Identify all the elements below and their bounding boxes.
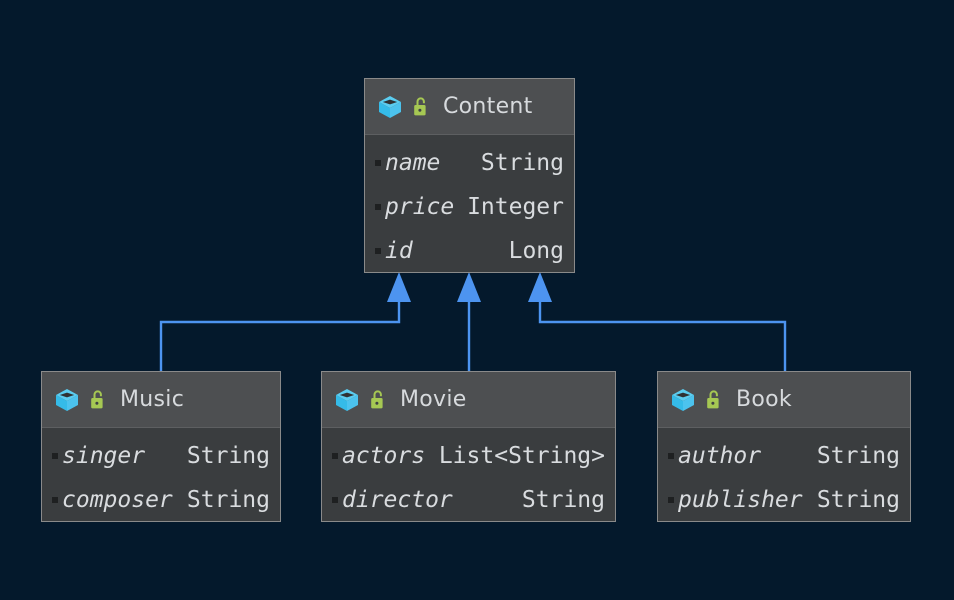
cube-icon xyxy=(56,388,78,411)
attribute-type: List<String> xyxy=(438,443,605,469)
attribute-bullet-icon xyxy=(375,160,381,166)
attribute-type: Long xyxy=(508,238,564,264)
edge-book-to-content[interactable] xyxy=(538,300,787,371)
class-header-content: Content xyxy=(365,79,574,135)
attribute-bullet-icon xyxy=(332,453,338,459)
attribute-bullet-icon xyxy=(668,453,674,459)
arrowhead-music xyxy=(387,272,411,302)
attribute-bullet-icon xyxy=(52,453,58,459)
attribute-row[interactable]: singer String xyxy=(52,434,270,478)
attribute-list-book: author String publisher String xyxy=(658,428,910,521)
attribute-list-content: name String price Integer id Long xyxy=(365,135,574,272)
cube-icon xyxy=(336,388,358,411)
attribute-name: name xyxy=(385,150,441,176)
attribute-type: String xyxy=(816,443,900,469)
class-name-music: Music xyxy=(120,387,185,412)
attribute-name: publisher xyxy=(678,487,803,513)
attribute-name: composer xyxy=(62,487,173,513)
attribute-type: String xyxy=(186,487,270,513)
class-name-content: Content xyxy=(443,94,533,119)
class-header-music: Music xyxy=(42,372,280,428)
attribute-row[interactable]: id Long xyxy=(375,229,564,272)
class-box-music[interactable]: Music singer String composer String xyxy=(41,371,281,522)
open-padlock-icon xyxy=(414,96,426,115)
class-box-movie[interactable]: Movie actors List<String> director Strin… xyxy=(321,371,616,522)
attribute-row[interactable]: publisher String xyxy=(668,478,900,521)
class-box-content[interactable]: Content name String price Integer id Lon… xyxy=(364,78,575,273)
attribute-list-music: singer String composer String xyxy=(42,428,280,521)
attribute-type: String xyxy=(816,487,900,513)
attribute-name: singer xyxy=(62,443,146,469)
attribute-type: Integer xyxy=(467,194,564,220)
class-header-movie: Movie xyxy=(322,372,615,428)
class-name-movie: Movie xyxy=(400,387,467,412)
cube-icon xyxy=(379,95,401,118)
attribute-type: String xyxy=(480,150,564,176)
attribute-row[interactable]: price Integer xyxy=(375,185,564,229)
arrowhead-book xyxy=(528,272,552,302)
attribute-row[interactable]: director String xyxy=(332,478,605,521)
attribute-bullet-icon xyxy=(668,497,674,503)
attribute-row[interactable]: actors List<String> xyxy=(332,434,605,478)
attribute-bullet-icon xyxy=(332,497,338,503)
attribute-name: id xyxy=(385,238,413,264)
attribute-row[interactable]: author String xyxy=(668,434,900,478)
attribute-bullet-icon xyxy=(375,204,381,210)
attribute-type: String xyxy=(186,443,270,469)
attribute-type: String xyxy=(521,487,605,513)
class-box-book[interactable]: Book author String publisher String xyxy=(657,371,911,522)
attribute-name: director xyxy=(342,487,453,513)
open-padlock-icon xyxy=(91,389,103,408)
class-header-book: Book xyxy=(658,372,910,428)
attribute-bullet-icon xyxy=(52,497,58,503)
cube-icon xyxy=(672,388,694,411)
open-padlock-icon xyxy=(707,389,719,408)
open-padlock-icon xyxy=(371,389,383,408)
attribute-name: actors xyxy=(342,443,426,469)
attribute-row[interactable]: name String xyxy=(375,141,564,185)
attribute-name: author xyxy=(678,443,762,469)
attribute-row[interactable]: composer String xyxy=(52,478,270,521)
class-name-book: Book xyxy=(736,387,792,412)
edge-music-to-content[interactable] xyxy=(159,300,401,371)
attribute-bullet-icon xyxy=(375,248,381,254)
attribute-name: price xyxy=(385,194,455,220)
attribute-list-movie: actors List<String> director String xyxy=(322,428,615,521)
arrowhead-movie xyxy=(457,272,481,302)
